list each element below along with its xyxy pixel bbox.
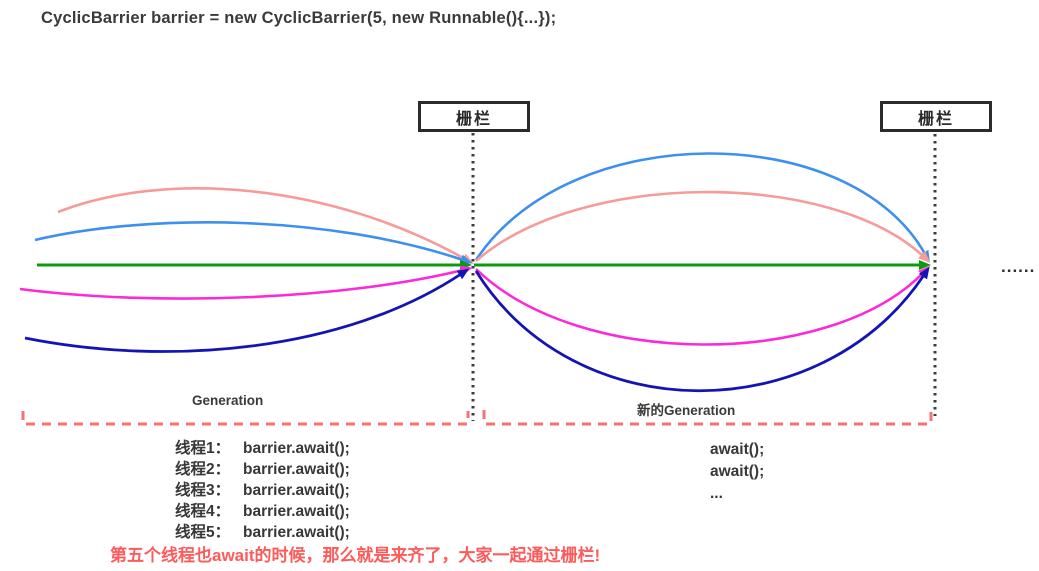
thread-4-curve-gen1 bbox=[19, 265, 473, 300]
thread-1-curve-gen1 bbox=[57, 187, 474, 264]
thread-3-label: 线程3： bbox=[175, 482, 231, 499]
thread-2-curve-gen2 bbox=[474, 152, 930, 263]
thread-row-1: 线程1： barrier.await(); bbox=[175, 438, 350, 459]
barrier-box-1-label: 栅栏 bbox=[455, 110, 492, 128]
await-list: await(); await(); ... bbox=[710, 439, 764, 505]
await-item-3: ... bbox=[710, 485, 723, 502]
await-item-1: await(); bbox=[710, 441, 765, 458]
generation-right-label: 新的Generation bbox=[637, 403, 736, 418]
thread-5-curve-gen2 bbox=[474, 266, 930, 393]
thread-1-code: barrier.await(); bbox=[243, 440, 350, 457]
thread-1-label: 线程1： bbox=[175, 440, 231, 457]
thread-5-code: barrier.await(); bbox=[243, 524, 350, 541]
continuation-dots: ...... bbox=[1001, 257, 1036, 276]
thread-4-label: 线程4： bbox=[175, 503, 231, 520]
generation-left-label: Generation bbox=[192, 393, 264, 408]
generation-1-bracket bbox=[21, 411, 470, 426]
code-title: CyclicBarrier barrier = new CyclicBarrie… bbox=[41, 9, 557, 27]
thread-row-5: 线程5： barrier.await(); bbox=[175, 522, 350, 543]
thread-await-list: 线程1： barrier.await(); 线程2： barrier.await()… bbox=[175, 438, 350, 543]
barrier-box-1: 栅栏 bbox=[418, 101, 530, 132]
barrier-box-2: 栅栏 bbox=[880, 101, 992, 132]
thread-3-code: barrier.await(); bbox=[243, 482, 350, 499]
thread-row-4: 线程4： barrier.await(); bbox=[175, 501, 350, 522]
thread-2-curve-gen1 bbox=[34, 221, 473, 265]
thread-1-curve-gen2 bbox=[475, 190, 931, 263]
thread-5-label: 线程5： bbox=[175, 524, 231, 541]
thread-4-curve-gen2 bbox=[475, 265, 931, 346]
thread-row-2: 线程2： barrier.await(); bbox=[175, 459, 350, 480]
thread-5-curve-gen1 bbox=[24, 268, 470, 353]
thread-2-label: 线程2： bbox=[175, 461, 231, 478]
await-item-2: await(); bbox=[710, 463, 765, 480]
generation-2-bracket bbox=[482, 407, 933, 426]
footnote-text: 第五个线程也await的时候，那么就是来齐了，大家一起通过栅栏! bbox=[110, 546, 601, 565]
thread-4-code: barrier.await(); bbox=[243, 503, 350, 520]
thread-2-code: barrier.await(); bbox=[243, 461, 350, 478]
barrier-box-2-label: 栅栏 bbox=[917, 110, 954, 128]
thread-row-3: 线程3： barrier.await(); bbox=[175, 480, 350, 501]
